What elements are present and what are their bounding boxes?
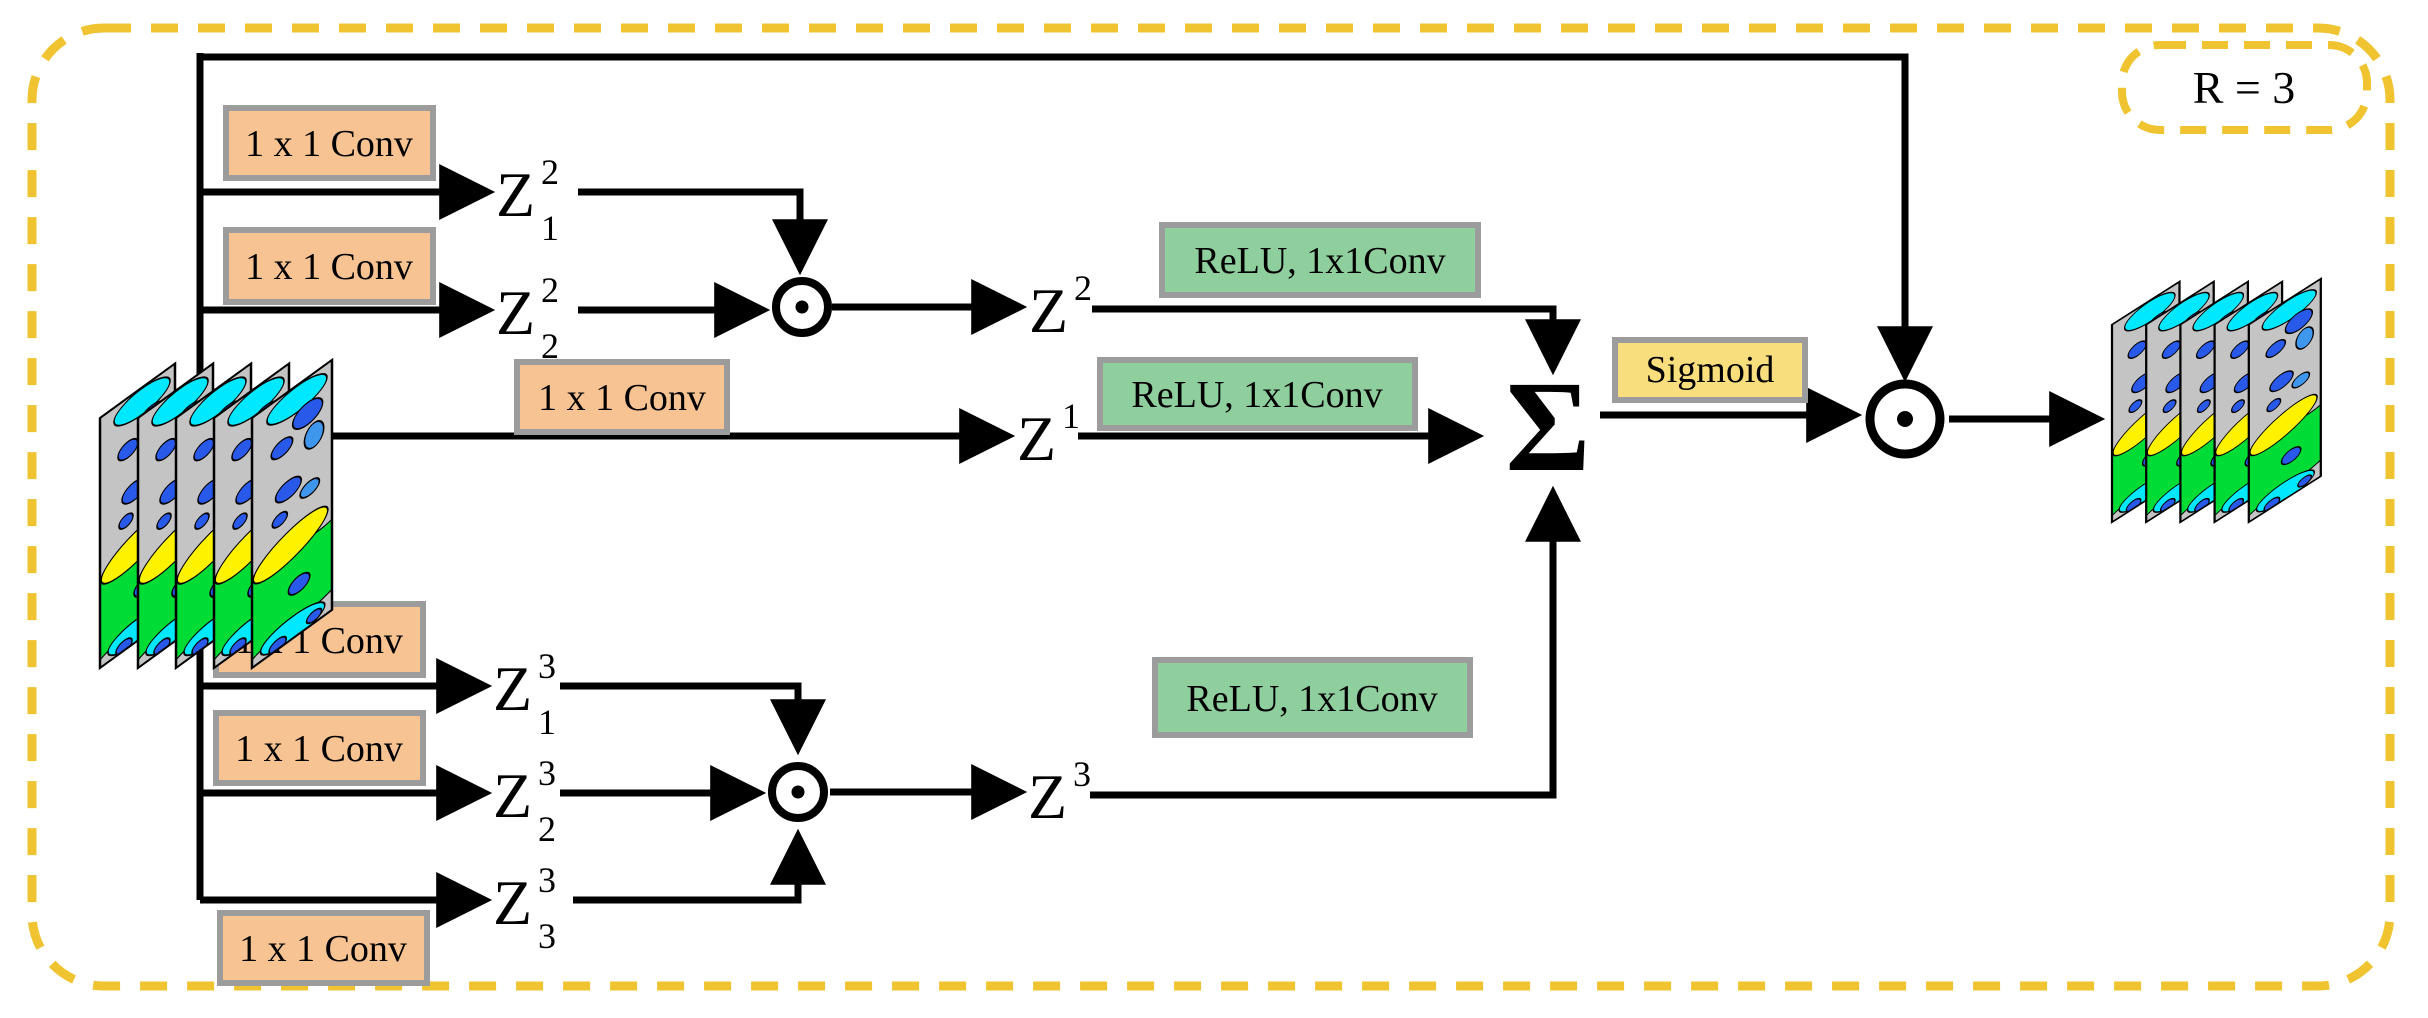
elementwise-product-icon	[1865, 379, 1945, 459]
output-feature-maps-icon	[2110, 277, 2324, 526]
summation-icon: Σ	[1506, 355, 1591, 499]
z2-to-sum-line	[1092, 305, 1581, 376]
sigmoid-box: Sigmoid	[1612, 337, 1808, 403]
z3-to-sum-line	[1090, 485, 1581, 799]
r-badge-label: R = 3	[2193, 62, 2296, 113]
conv-box-label: 1 x 1 Conv	[245, 123, 413, 165]
relu-box-label: ReLU, 1x1Conv	[1186, 678, 1437, 720]
conv-box-z23: 1 x 1 Conv	[213, 710, 426, 786]
input-feature-maps-icon	[97, 357, 335, 672]
conv-box-label: 1 x 1 Conv	[239, 928, 407, 970]
relu-box-branch3: ReLU, 1x1Conv	[1152, 657, 1473, 738]
label-z13: Z 3 1	[493, 646, 560, 742]
label-z33: Z 3 3	[493, 860, 560, 956]
z33-out-line	[573, 828, 826, 904]
conv-box-z12: 1 x 1 Conv	[223, 105, 436, 181]
elementwise-product-icon	[772, 277, 832, 337]
conv-box-z1: 1 x 1 Conv	[514, 359, 730, 435]
label-z1: Z 1	[1017, 396, 1080, 474]
module-dashed-border	[27, 23, 2395, 991]
sigmoid-box-label: Sigmoid	[1646, 349, 1775, 391]
conv-box-z22: 1 x 1 Conv	[223, 227, 436, 305]
relu-box-label: ReLU, 1x1Conv	[1194, 240, 1445, 282]
label-z2: Z 2	[1029, 268, 1092, 346]
conv-box-label: 1 x 1 Conv	[538, 377, 706, 419]
label-z22: Z 2 2	[496, 270, 563, 366]
label-z3: Z 3	[1028, 754, 1091, 832]
connector-lines	[196, 53, 2106, 928]
relu-box-label: ReLU, 1x1Conv	[1131, 374, 1382, 416]
label-z23: Z 3 2	[493, 753, 560, 849]
conv-box-label: 1 x 1 Conv	[235, 728, 403, 770]
label-z12: Z 2 1	[496, 152, 563, 248]
elementwise-product-icon	[768, 762, 828, 822]
conv-box-z33: 1 x 1 Conv	[217, 910, 430, 986]
z13-out-line	[560, 682, 826, 756]
r-badge: R = 3	[2118, 41, 2371, 134]
relu-box-branch1: ReLU, 1x1Conv	[1097, 357, 1418, 431]
bypass-line	[196, 53, 1933, 383]
relu-box-branch2: ReLU, 1x1Conv	[1159, 222, 1481, 298]
conv-box-label: 1 x 1 Conv	[245, 246, 413, 288]
z12-out-line	[578, 188, 828, 276]
